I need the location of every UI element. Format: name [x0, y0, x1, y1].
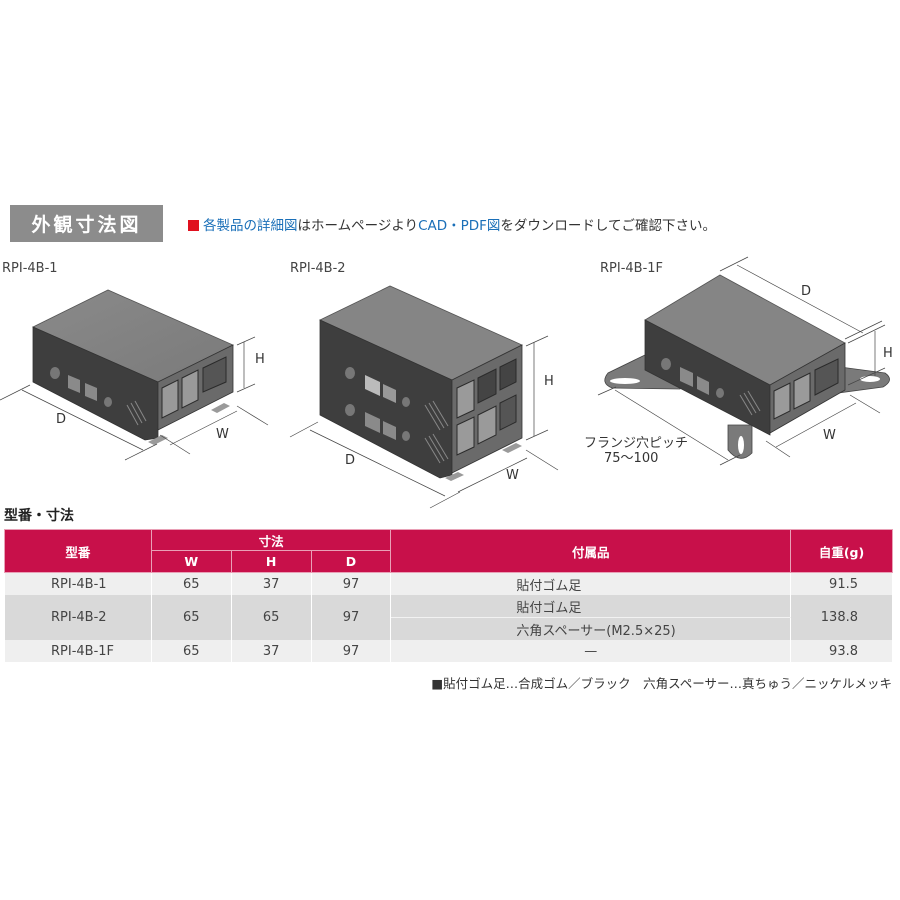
dim-label-d-2: D	[345, 453, 356, 468]
cell-w: 65	[150, 572, 232, 595]
header-model: 型番	[4, 529, 152, 573]
section-title-badge: 外観寸法図	[10, 205, 163, 242]
flange-pitch-label: フランジ穴ピッチ	[584, 436, 689, 451]
cell-d: 97	[310, 640, 392, 662]
cell-accessory: 貼付ゴム足	[390, 595, 791, 618]
cell-weight: 93.8	[790, 640, 893, 662]
download-notice: 各製品の詳細図はホームページよりCAD・PDF図をダウンロードしてご確認下さい。	[188, 214, 716, 234]
header-accessories: 付属品	[390, 529, 791, 573]
header-weight: 自重(g)	[790, 529, 893, 573]
table-row: RPI-4B-2 65 65 97 貼付ゴム足 138.8	[4, 595, 893, 640]
detail-drawing-link[interactable]: 各製品の詳細図	[203, 218, 298, 234]
header-w: W	[150, 550, 232, 573]
model-label-rpi-4b-1: RPI-4B-1	[2, 261, 58, 276]
dim-label-h-2: H	[544, 374, 554, 389]
cell-h: 65	[230, 595, 312, 640]
dim-label-h-3: H	[883, 346, 893, 361]
cell-d: 97	[310, 572, 392, 595]
table-row: RPI-4B-1F 65 37 97 — 93.8	[4, 640, 893, 662]
header-dimensions: 寸法	[150, 529, 392, 551]
dim-label-d-3: D	[801, 284, 812, 299]
cell-h: 37	[230, 640, 312, 662]
spec-table: 型番 寸法 付属品 自重(g) W H D RPI-4B-1 65 37 97 …	[4, 529, 893, 662]
header-h: H	[230, 550, 312, 573]
cad-pdf-link[interactable]: CAD・PDF図	[418, 218, 501, 234]
dim-label-w-3: W	[823, 428, 836, 443]
cell-d: 97	[310, 595, 392, 640]
model-label-rpi-4b-1f: RPI-4B-1F	[600, 261, 664, 276]
enclosure-drawing-rpi-4b-2	[289, 285, 559, 509]
enclosure-drawing-rpi-4b-1	[0, 289, 269, 461]
table-title: 型番・寸法	[4, 508, 74, 524]
enclosure-drawing-rpi-4b-1f	[597, 256, 890, 466]
header-d: D	[310, 550, 392, 573]
flange-pitch-value: 75〜100	[604, 451, 659, 466]
dim-label-h-1: H	[255, 352, 265, 367]
cell-model: RPI-4B-1F	[4, 640, 152, 662]
table-row-continued: 六角スペーサー(M2.5×25)	[5, 617, 893, 640]
cell-model: RPI-4B-1	[4, 572, 152, 595]
table-row: RPI-4B-1 65 37 97 貼付ゴム足 91.5	[4, 572, 893, 595]
material-footnote: ■貼付ゴム足…合成ゴム／ブラック 六角スペーサー…真ちゅう／ニッケルメッキ	[431, 676, 892, 691]
dim-label-w-1: W	[216, 427, 229, 442]
cell-accessory: 貼付ゴム足	[390, 572, 791, 595]
notice-text-2: をダウンロードしてご確認下さい。	[500, 218, 717, 234]
dim-label-w-2: W	[506, 468, 519, 483]
model-label-rpi-4b-2: RPI-4B-2	[290, 261, 346, 276]
cell-h: 37	[230, 572, 312, 595]
cell-accessory: 六角スペーサー(M2.5×25)	[390, 617, 791, 640]
notice-text-1: はホームページより	[297, 218, 419, 234]
red-square-bullet-icon	[188, 220, 199, 231]
cell-weight: 138.8	[790, 595, 893, 640]
cell-w: 65	[150, 640, 232, 662]
dim-label-d-1: D	[56, 412, 67, 427]
cell-w: 65	[150, 595, 232, 640]
cell-weight: 91.5	[790, 572, 893, 595]
cell-model: RPI-4B-2	[4, 595, 152, 640]
cell-accessory: —	[390, 640, 791, 662]
